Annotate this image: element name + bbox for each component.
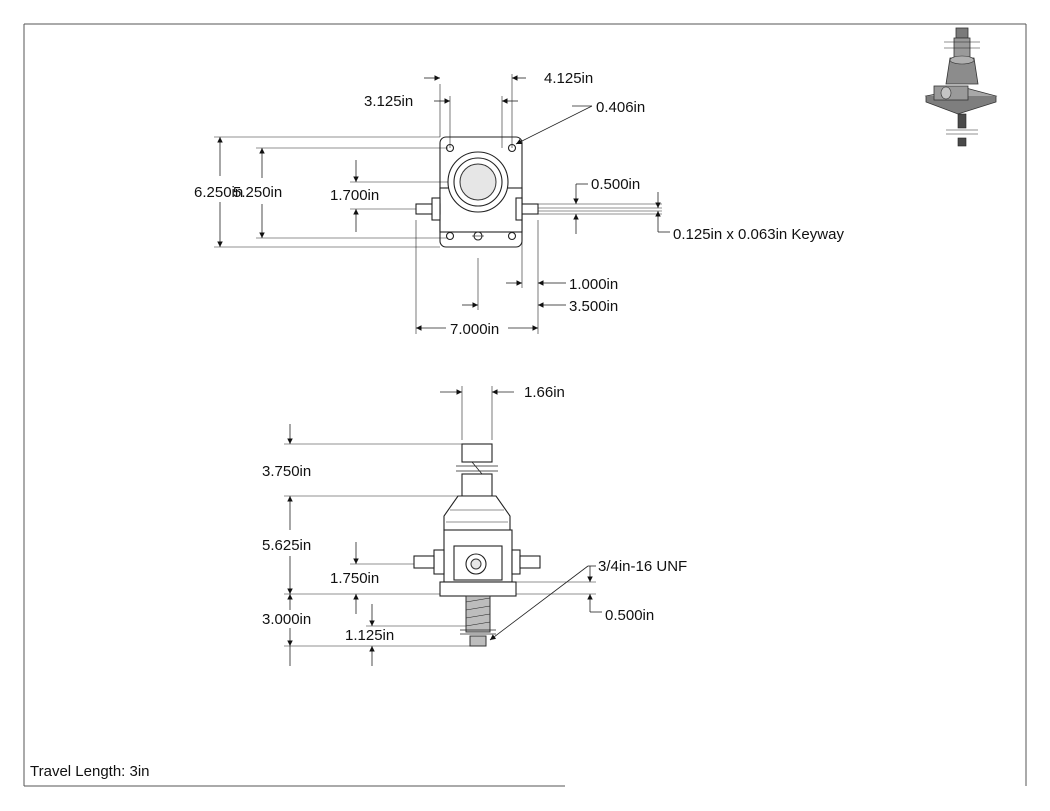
- dim-0500b-label: 0.500in: [605, 607, 654, 624]
- dim-166-label: 1.66in: [524, 384, 565, 401]
- lift-shaft-lower: [461, 473, 493, 497]
- top-view-bore-inner: [459, 163, 497, 201]
- thread-label: 3/4in-16 UNF: [598, 558, 687, 575]
- side-view: 1.66in 3.750in 5.625in 3.000in 1.750in 1…: [262, 384, 687, 666]
- shaft-break: [456, 461, 498, 475]
- travel-length-note: Travel Length: 3in: [30, 763, 150, 780]
- screw-thread: [465, 595, 491, 633]
- dim-1000-label: 1.000in: [569, 276, 618, 293]
- right-collar: [515, 197, 523, 221]
- dim-1750-label: 1.750in: [330, 570, 379, 587]
- mount-hole-br: [507, 231, 517, 241]
- keyway-label: 0.125in x 0.063in Keyway: [673, 226, 844, 243]
- dim-3125-label: 3.125in: [364, 93, 413, 110]
- right-shaft: [521, 203, 539, 215]
- iso-thumbnail: [924, 27, 998, 147]
- dim-5625-label: 5.625in: [262, 537, 311, 554]
- dim-6250-label: 6.250in: [194, 184, 243, 201]
- dim-1125-label: 1.125in: [345, 627, 394, 644]
- left-collar: [431, 197, 441, 221]
- leader-thread: [489, 565, 589, 641]
- side-right-collar: [511, 549, 521, 575]
- side-base: [439, 581, 517, 597]
- dim-5250-label: 5.250in: [233, 184, 282, 201]
- dim-0500-label: 0.500in: [591, 176, 640, 193]
- dim-3500-label: 3.500in: [569, 298, 618, 315]
- dim-1700-label: 1.700in: [330, 187, 379, 204]
- mount-hole-bl: [445, 231, 455, 241]
- dim-4125-label: 4.125in: [544, 70, 593, 87]
- side-right-shaft: [519, 555, 541, 569]
- dim-3000-label: 3.000in: [262, 611, 311, 628]
- dim-3750-label: 3.750in: [262, 463, 311, 480]
- input-shaft-inner: [470, 558, 482, 570]
- dim-0406-label: 0.406in: [596, 99, 645, 116]
- dim-7000-label: 7.000in: [450, 321, 499, 338]
- top-view: 4.125in 3.125in 0.406in 6.250in 5.250in …: [194, 70, 844, 338]
- side-left-shaft: [413, 555, 435, 569]
- screw-tip: [469, 635, 487, 647]
- side-left-collar: [433, 549, 445, 575]
- lift-shaft-upper: [461, 443, 493, 463]
- sheet-frame: [23, 23, 1027, 787]
- leader-0406: [515, 105, 593, 145]
- housing-dome: [443, 495, 511, 531]
